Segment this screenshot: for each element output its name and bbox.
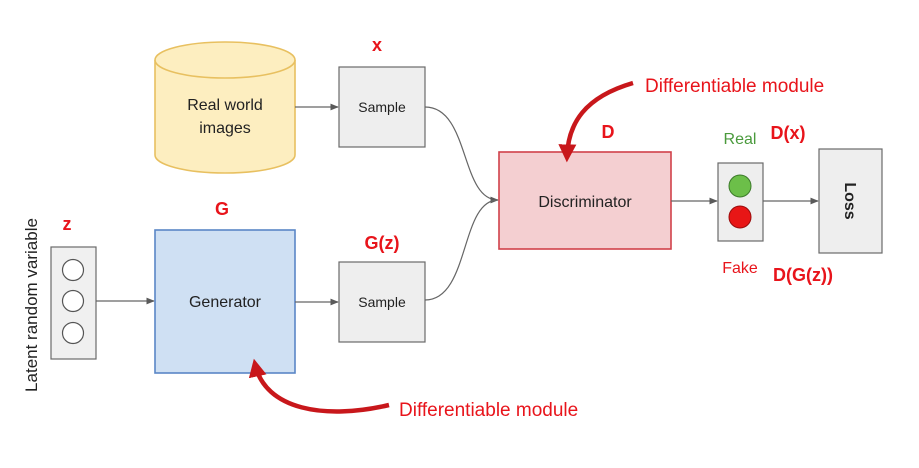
real-sample-label: Sample: [358, 99, 406, 115]
generator-box: Generator: [154, 229, 296, 374]
generator-label: Generator: [189, 294, 262, 311]
real-sample-symbol: x: [372, 35, 382, 55]
latent-z-symbol: z: [63, 214, 72, 234]
annotation-arrow-generator: [248, 358, 390, 414]
fake-light-icon: [728, 205, 752, 229]
discriminator-box: Discriminator: [498, 151, 672, 250]
curve-real-sample-to-discriminator: [424, 106, 499, 204]
fake-output-label: D(G(z)): [773, 265, 833, 285]
real-sample-box: Sample: [338, 66, 426, 148]
loss-label: Loss: [841, 182, 858, 219]
annotation-arrow-discriminator: [558, 80, 634, 163]
latent-vector: [50, 246, 97, 360]
discriminator-symbol: D: [602, 122, 615, 142]
latent-node-1: [61, 258, 85, 282]
latent-node-2: [61, 289, 85, 313]
real-images-database: Real world images: [154, 41, 296, 174]
curve-fake-sample-to-discriminator: [424, 199, 499, 301]
real-output-label: D(x): [771, 123, 806, 143]
real-fake-indicator: [717, 162, 764, 242]
latent-variable-label: Latent random variable: [22, 218, 41, 392]
database-label-line1: Real world: [187, 97, 263, 114]
generator-symbol: G: [215, 199, 229, 219]
latent-node-3: [61, 321, 85, 345]
fake-sample-box: Sample: [338, 261, 426, 343]
annotation-bottom-label: Differentiable module: [399, 400, 578, 421]
real-label: Real: [724, 131, 757, 148]
discriminator-label: Discriminator: [538, 194, 632, 211]
fake-sample-symbol: G(z): [365, 233, 400, 253]
fake-label: Fake: [722, 260, 758, 277]
database-label-line2: images: [199, 120, 251, 137]
fake-sample-label: Sample: [358, 294, 406, 310]
real-light-icon: [728, 174, 752, 198]
annotation-top-label: Differentiable module: [645, 76, 824, 97]
loss-box: Loss: [818, 148, 883, 254]
